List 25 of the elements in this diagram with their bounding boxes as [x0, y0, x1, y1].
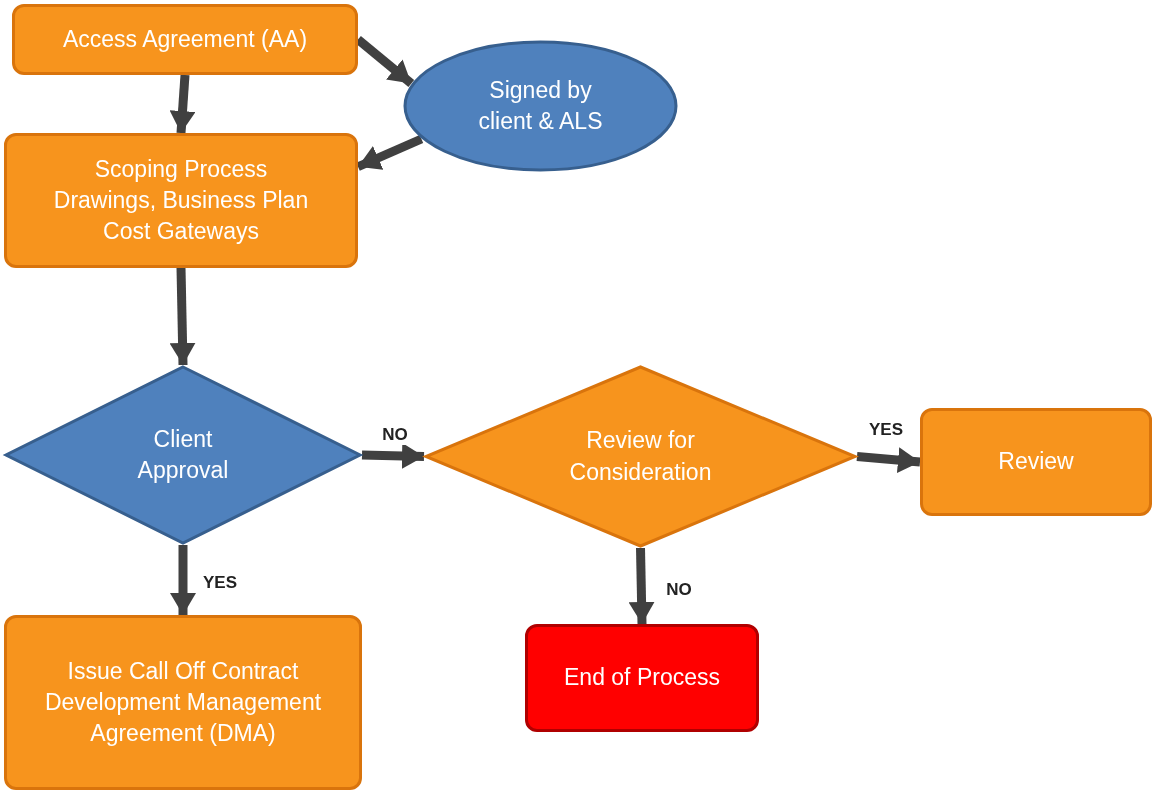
decision-diamond [424, 365, 857, 548]
end-box [525, 624, 759, 732]
node-label: Signed by client & ALS [477, 75, 604, 136]
process-box [4, 615, 362, 790]
decision-diamond [4, 365, 362, 545]
node-label: Drawings, Business Plan [53, 185, 309, 215]
process-ellipse [403, 40, 678, 172]
process-box [12, 4, 358, 75]
node-label: Scoping Process [94, 154, 268, 184]
node-label: Client Approval [136, 424, 230, 485]
node-label: Review [998, 447, 1074, 477]
node-label: Access Agreement (AA) [62, 24, 308, 54]
process-box [4, 133, 358, 268]
arrow [170, 545, 196, 615]
node-label: Cost Gateways [103, 217, 259, 246]
arrow [856, 447, 921, 474]
node-label: End of Process [564, 663, 720, 693]
arrow [169, 74, 196, 134]
arrow [169, 267, 196, 366]
node-label: Issue Call Off Contract Development Management Agreement (DMA) [43, 656, 323, 748]
arrow [356, 134, 424, 171]
edge-label: NO [380, 425, 410, 445]
arrow [628, 547, 655, 625]
process-box [920, 408, 1152, 516]
node-label: Review for Consideration [568, 426, 713, 487]
